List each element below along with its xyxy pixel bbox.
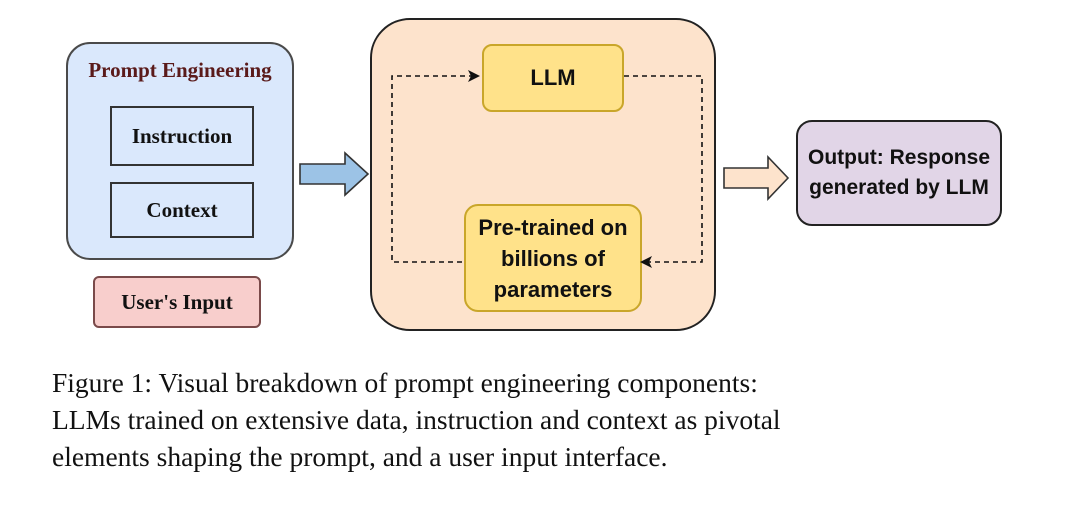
figure-caption: Figure 1: Visual breakdown of prompt eng… <box>52 364 1042 475</box>
pretrained-line-2: billions of <box>501 245 605 271</box>
instruction-label: Instruction <box>131 123 233 148</box>
context-box: Context <box>110 182 254 238</box>
caption-line-2: LLMs trained on extensive data, instruct… <box>52 404 781 435</box>
user-input-label: User's Input <box>121 289 233 314</box>
pretrained-box: Pre-trained on billions of parameters <box>464 204 642 312</box>
block-arrow-right-icon <box>299 151 370 197</box>
pretrained-line-1: Pre-trained on <box>478 214 628 240</box>
output-line-2: generated by LLM <box>809 176 989 199</box>
block-arrow-right-icon <box>723 155 790 201</box>
output-line-1: Output: Response <box>808 146 990 169</box>
user-input-box: User's Input <box>93 276 261 328</box>
prompt-engineering-group: Prompt Engineering Instruction Context <box>66 42 294 260</box>
caption-line-1: Figure 1: Visual breakdown of prompt eng… <box>52 367 758 398</box>
llm-label: LLM <box>530 65 576 90</box>
prompt-engineering-title: Prompt Engineering <box>88 58 272 82</box>
instruction-box: Instruction <box>110 106 254 166</box>
output-box: Output: Response generated by LLM <box>796 120 1002 226</box>
context-label: Context <box>146 197 218 222</box>
caption-line-3: elements shaping the prompt, and a user … <box>52 441 668 472</box>
llm-group: LLM Pre-trained on billions of parameter… <box>370 18 716 331</box>
llm-box: LLM <box>482 44 624 112</box>
pretrained-line-3: parameters <box>493 276 613 302</box>
